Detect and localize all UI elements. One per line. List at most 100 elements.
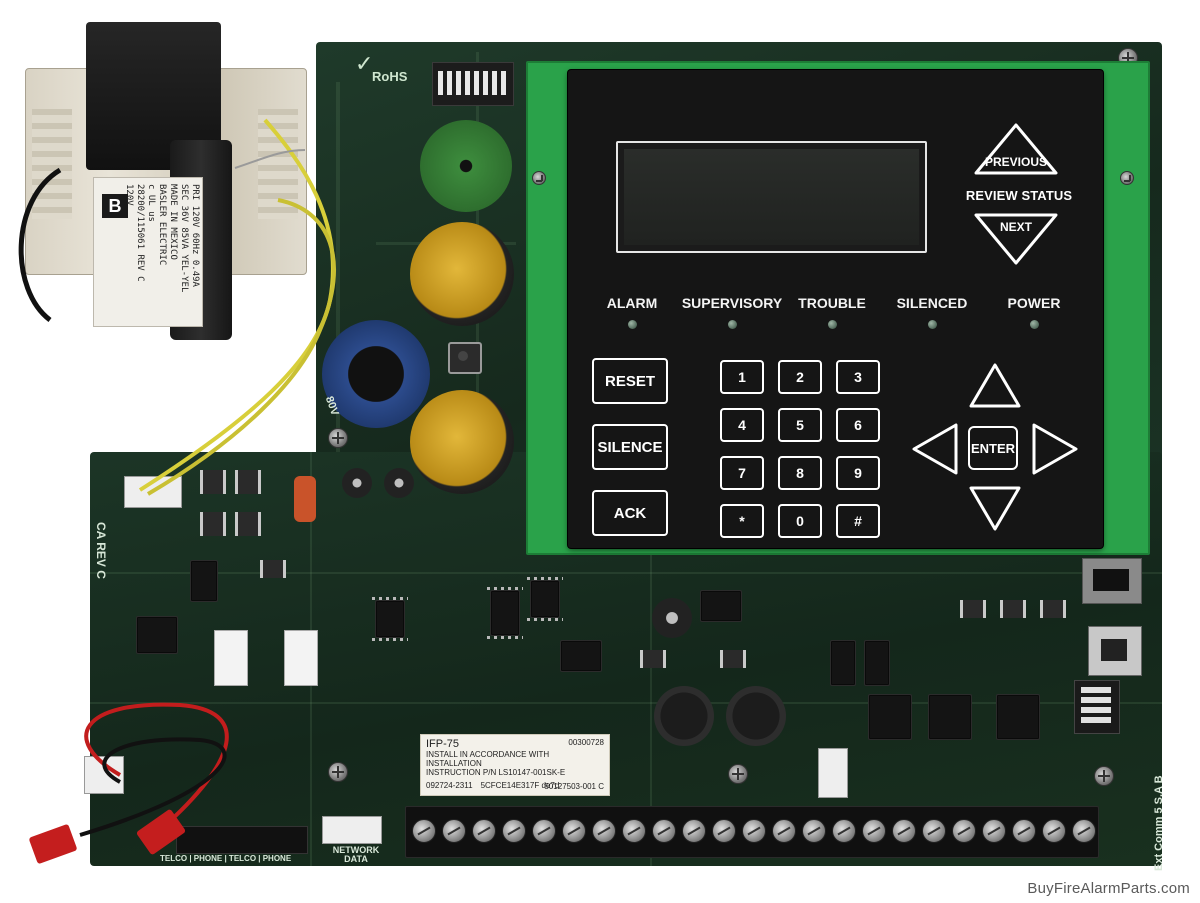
dip-switch[interactable] <box>432 62 514 106</box>
reset-tact-switch[interactable] <box>448 342 482 374</box>
mounting-screw <box>1094 766 1114 786</box>
board-mounting-hole <box>1120 171 1134 185</box>
mosfet <box>928 694 972 740</box>
key-2-button[interactable]: 2 <box>778 360 822 394</box>
down-arrow-button[interactable] <box>968 484 1022 532</box>
serial-b: 5CFCE14E317F de7d <box>480 781 560 790</box>
terminal-screw[interactable] <box>862 819 886 843</box>
terminal-screw[interactable] <box>922 819 946 843</box>
terminal-screw[interactable] <box>442 819 466 843</box>
next-button[interactable]: NEXT <box>973 212 1059 265</box>
aux-header[interactable] <box>818 748 848 798</box>
terminal-screw[interactable] <box>982 819 1006 843</box>
terminal-screw[interactable] <box>1072 819 1096 843</box>
terminal-screw[interactable] <box>562 819 586 843</box>
code-b: 50127503-001 C <box>544 782 604 791</box>
right-arrow-button[interactable] <box>1030 422 1080 476</box>
terminal-screw[interactable] <box>652 819 676 843</box>
terminal-screw[interactable] <box>412 819 436 843</box>
key-9-button[interactable]: 9 <box>836 456 880 490</box>
rj45-jack[interactable] <box>1082 558 1142 604</box>
up-arrow-button[interactable] <box>968 362 1022 410</box>
dip-switch-small[interactable] <box>1074 680 1120 734</box>
terminal-screw[interactable] <box>832 819 856 843</box>
capacitor-small <box>652 598 692 638</box>
ack-button[interactable]: ACK <box>592 490 668 536</box>
rohs-mark: RoHS <box>372 69 408 84</box>
left-arrow-button[interactable] <box>910 422 960 476</box>
mosfet <box>996 694 1040 740</box>
key-8-button[interactable]: 8 <box>778 456 822 490</box>
smd-part <box>640 650 666 668</box>
inductor <box>726 686 786 746</box>
led-label-silenced: SILENCED <box>896 295 968 311</box>
key-0-button[interactable]: 0 <box>778 504 822 538</box>
terminal-screw[interactable] <box>712 819 736 843</box>
smd-part <box>235 470 261 494</box>
terminal-screw[interactable] <box>592 819 616 843</box>
previous-label: PREVIOUS <box>984 155 1047 169</box>
terminal-screw[interactable] <box>892 819 916 843</box>
capacitor-gold-lower <box>410 390 514 494</box>
led-label-alarm: ALARM <box>606 295 658 311</box>
led-silenced-indicator <box>928 320 937 329</box>
terminal-screw[interactable] <box>502 819 526 843</box>
previous-button[interactable]: PREVIOUS <box>973 122 1059 175</box>
ic-chip <box>527 577 563 621</box>
smd-part <box>200 512 226 536</box>
led-label-power: POWER <box>1007 295 1061 311</box>
code-a: 00300728 <box>568 738 604 747</box>
lcd-display <box>616 141 927 253</box>
key-6-button[interactable]: 6 <box>836 408 880 442</box>
key-5-button[interactable]: 5 <box>778 408 822 442</box>
inductor <box>654 686 714 746</box>
capacitor-small <box>384 468 414 498</box>
ic-chip <box>136 616 178 654</box>
smd-part <box>235 512 261 536</box>
site-watermark: BuyFireAlarmParts.com <box>1027 880 1190 897</box>
terminal-screw[interactable] <box>532 819 556 843</box>
key-1-button[interactable]: 1 <box>720 360 764 394</box>
network-data-header[interactable] <box>322 816 382 844</box>
ic-chip <box>864 640 890 686</box>
lcd-screen <box>624 149 919 245</box>
terminal-screw[interactable] <box>1042 819 1066 843</box>
key-3-button[interactable]: 3 <box>836 360 880 394</box>
smd-part <box>1000 600 1026 618</box>
key-pound-button[interactable]: # <box>836 504 880 538</box>
capacitor-gold-upper <box>410 222 514 326</box>
terminal-screw[interactable] <box>682 819 706 843</box>
reset-button[interactable]: RESET <box>592 358 668 404</box>
install-line-1: INSTALL IN ACCORDANCE WITH INSTALLATION <box>426 750 550 768</box>
terminal-screw[interactable] <box>742 819 766 843</box>
enter-button[interactable]: ENTER <box>968 426 1018 470</box>
terminal-screw[interactable] <box>952 819 976 843</box>
terminal-screw[interactable] <box>1012 819 1036 843</box>
usb-port[interactable] <box>1088 626 1142 676</box>
telco-terminal-block[interactable] <box>176 826 308 854</box>
key-4-button[interactable]: 4 <box>720 408 764 442</box>
terminal-screw[interactable] <box>772 819 796 843</box>
terminal-screw[interactable] <box>802 819 826 843</box>
telco-phone-label: TELCO | PHONE | TELCO | PHONE <box>160 854 292 863</box>
led-power-indicator <box>1030 320 1039 329</box>
key-7-button[interactable]: 7 <box>720 456 764 490</box>
model-name: IFP-75 <box>426 738 460 750</box>
smd-part <box>1040 600 1066 618</box>
up-triangle-icon <box>974 123 1058 175</box>
serial-a: 092724-2311 <box>426 781 473 790</box>
key-star-button[interactable]: * <box>720 504 764 538</box>
next-label: NEXT <box>999 220 1032 234</box>
led-alarm-indicator <box>628 320 637 329</box>
terminal-screw[interactable] <box>622 819 646 843</box>
field-terminal-block[interactable] <box>405 806 1099 858</box>
ic-chip <box>700 590 742 622</box>
board-mounting-hole <box>532 171 546 185</box>
ic-chip <box>560 640 602 672</box>
smd-part <box>260 560 286 578</box>
terminal-screw[interactable] <box>472 819 496 843</box>
ic-chip <box>487 587 523 639</box>
capacitor-small <box>342 468 372 498</box>
led-supervisory-indicator <box>728 320 737 329</box>
silence-button[interactable]: SILENCE <box>592 424 668 470</box>
